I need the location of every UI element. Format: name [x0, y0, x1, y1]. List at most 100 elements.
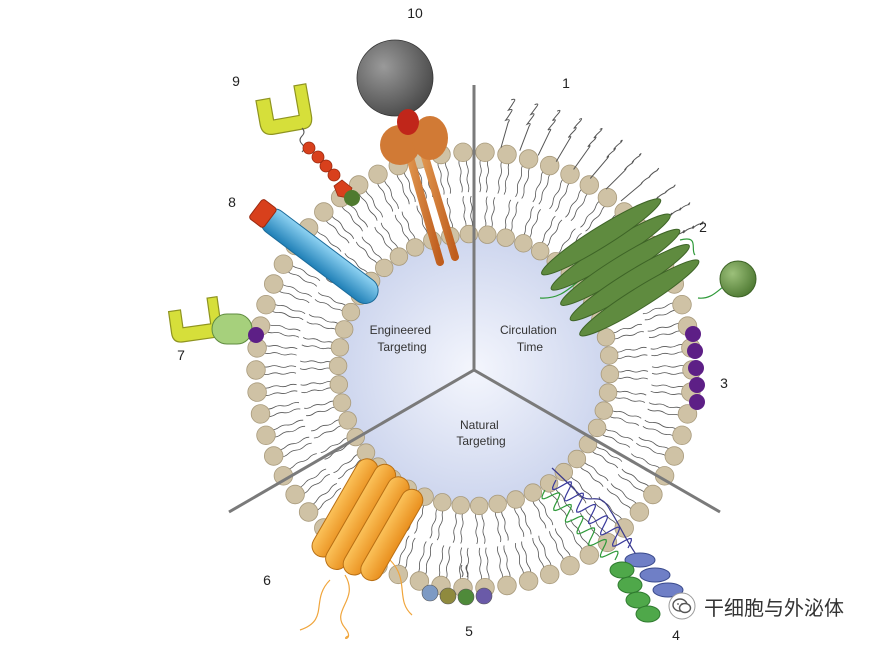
lipid-tail: [540, 215, 556, 245]
lipid-head-outer: [643, 484, 663, 505]
lipid-tail: [462, 196, 467, 229]
lipid-head-inner: [600, 346, 619, 365]
lipid-tail: [537, 496, 554, 526]
lipid-tail: [494, 510, 502, 543]
lipid-tail: [644, 309, 678, 321]
lipid-tail: [261, 372, 297, 375]
lipid-tail: [638, 436, 671, 451]
helix-strand: [551, 479, 633, 549]
lipid-tail: [445, 546, 451, 581]
lipid-tail: [485, 158, 489, 193]
lipid-tail: [403, 537, 416, 571]
lipid-head-outer: [298, 502, 319, 522]
lipid-tail: [280, 282, 312, 298]
lipid-tail: [521, 541, 532, 575]
green-sphere-ligand: [719, 260, 757, 298]
lipid-tail: [545, 219, 563, 248]
lipid-tail: [565, 187, 584, 218]
lipid-head-outer: [677, 404, 698, 424]
lipid-tail: [330, 213, 355, 239]
lipid-tail: [554, 528, 572, 559]
lipid-tail: [458, 158, 463, 193]
lipid-head-inner: [375, 258, 394, 278]
lipid-head-inner: [567, 449, 587, 469]
lipid-tail: [610, 323, 642, 334]
lipid-tail: [306, 406, 338, 417]
receptor-with-cargo: [356, 39, 459, 266]
lipid-tail: [333, 453, 360, 473]
lipid-tail: [466, 157, 470, 193]
lipid-tail: [569, 474, 593, 499]
divider-left: [228, 368, 475, 514]
lipid-tail: [509, 201, 519, 233]
lipid-tail: [263, 344, 298, 350]
lipid-tail: [263, 390, 298, 396]
lipid-tail: [594, 444, 623, 462]
lipid-head-outer: [246, 360, 266, 380]
lipid-head-outer: [256, 295, 276, 315]
lipid-tail: [614, 346, 647, 353]
lipid-tail: [538, 172, 552, 205]
lipid-head-outer: [273, 254, 294, 274]
lipid-tail: [503, 199, 512, 232]
lipid-tail: [317, 292, 348, 307]
lipid-tail: [532, 499, 547, 529]
lipid-tail: [650, 344, 685, 350]
lipid-tail: [556, 228, 576, 255]
lipid-tail: [396, 172, 410, 205]
polymer-chain: [658, 221, 704, 244]
lipid-head-inner: [531, 241, 550, 261]
lipid-tail: [266, 323, 301, 332]
lipid-tail: [315, 488, 342, 512]
lipid-tail: [460, 511, 464, 544]
sector-dividers: [228, 85, 721, 514]
lipid-tail: [610, 483, 638, 506]
lipid-tail: [503, 545, 511, 579]
lipid-tail: [286, 270, 318, 287]
lipid-tail: [555, 181, 572, 212]
lipid-head-outer: [560, 556, 580, 576]
lipid-tail: [578, 465, 604, 487]
lipid-head-outer: [264, 446, 284, 466]
lipid-head-outer: [388, 564, 409, 585]
lipid-tail: [383, 177, 399, 209]
lipid-head-inner: [594, 401, 614, 420]
lipid-tail: [324, 442, 353, 460]
polymer-chain: [620, 167, 660, 202]
lipid-tail: [414, 503, 426, 534]
lipid-tail: [270, 309, 304, 321]
lipid-tail: [340, 204, 363, 232]
label-7: 7: [177, 347, 185, 363]
lipid-tail: [647, 323, 681, 332]
polymer-chain: [537, 109, 561, 156]
label-8: 8: [228, 194, 236, 210]
lipid-tail: [514, 506, 525, 537]
lipid-tail: [470, 195, 473, 229]
label-10: 10: [407, 5, 423, 21]
lipid-tail: [612, 331, 644, 340]
lipid-head-inner: [335, 320, 354, 339]
lipid-tail: [272, 302, 306, 315]
lipid-tail: [485, 547, 490, 582]
lipid-head-inner: [554, 462, 574, 482]
colored-lipid-heads: [421, 564, 493, 606]
lipid-tail: [314, 299, 345, 313]
lipid-head-outer: [672, 425, 692, 446]
lipid-tail: [444, 159, 451, 194]
lipid-tail: [532, 537, 545, 571]
lipid-tail: [376, 181, 394, 212]
green-protein-bundle: [539, 198, 757, 337]
lipid-tail: [299, 367, 333, 370]
lipid-head-inner: [338, 411, 357, 430]
label-3: 3: [720, 375, 728, 391]
lipid-tail: [528, 209, 541, 240]
lipid-head-inner: [341, 302, 361, 322]
lipid-tail: [615, 354, 648, 359]
lipid-tail: [479, 157, 482, 193]
lipid-head-outer: [597, 187, 618, 208]
lipid-tail: [570, 191, 590, 222]
lipid-tail: [403, 169, 416, 203]
lipid-head-outer: [314, 202, 334, 222]
lipid-tail: [429, 507, 439, 539]
